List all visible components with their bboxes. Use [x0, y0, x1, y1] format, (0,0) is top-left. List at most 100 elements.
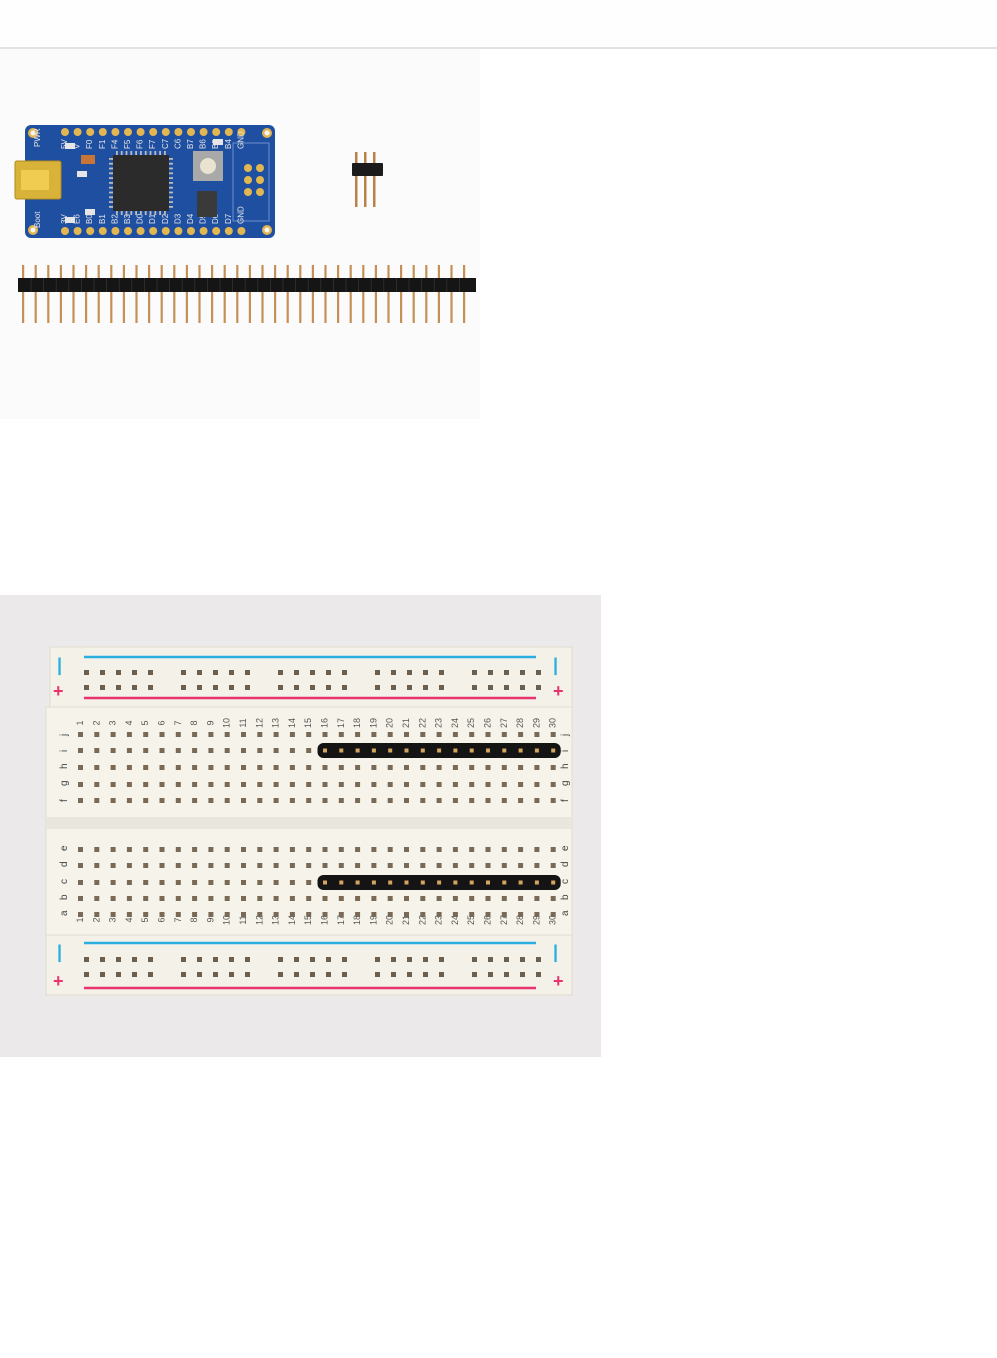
svg-text:11: 11 [238, 915, 248, 924]
svg-text:F7: F7 [148, 139, 157, 149]
svg-text:B1: B1 [98, 214, 107, 224]
header-caption-fragment: ' [690, 0, 692, 4]
svg-text:10: 10 [222, 718, 232, 728]
svg-text:2: 2 [91, 917, 101, 922]
svg-text:F5: F5 [123, 139, 132, 149]
svg-text:13: 13 [271, 718, 281, 728]
svg-text:f: f [560, 799, 571, 802]
svg-text:22: 22 [417, 915, 427, 925]
svg-text:25: 25 [466, 718, 476, 728]
svg-text:9: 9 [205, 917, 215, 922]
svg-text:C6: C6 [173, 138, 182, 149]
svg-text:16: 16 [320, 915, 330, 925]
page-header-area: ' [0, 0, 997, 47]
svg-text:22: 22 [417, 718, 427, 728]
svg-text:B6: B6 [199, 139, 208, 149]
svg-text:26: 26 [483, 718, 493, 728]
svg-text:5: 5 [140, 720, 150, 725]
svg-text:j: j [560, 734, 571, 737]
svg-text:18: 18 [352, 915, 362, 925]
svg-text:12: 12 [254, 718, 264, 728]
svg-text:B7: B7 [186, 139, 195, 149]
svg-text:15: 15 [303, 915, 313, 925]
svg-text:20: 20 [385, 915, 395, 925]
svg-text:1: 1 [75, 917, 85, 922]
svg-text:7: 7 [173, 720, 183, 725]
small-header-pins [352, 152, 383, 207]
long-header-strip [18, 265, 476, 323]
svg-text:+: + [53, 971, 64, 991]
svg-text:c: c [59, 879, 70, 884]
svg-text:B3: B3 [123, 214, 132, 224]
svg-text:V: V [73, 143, 82, 149]
svg-text:12: 12 [254, 915, 264, 925]
svg-text:5V: 5V [60, 139, 69, 149]
svg-text:|: | [57, 942, 62, 962]
header-divider [0, 47, 997, 49]
svg-text:Boot: Boot [33, 211, 42, 228]
svg-text:F1: F1 [98, 139, 107, 149]
svg-text:29: 29 [531, 718, 541, 728]
microcontroller-board: 5VVF0F1F4F5F6F7C7C6B7B6B5B4GND3VE6B0B1B2… [14, 125, 275, 238]
svg-text:F4: F4 [110, 139, 119, 149]
svg-text:3V: 3V [60, 214, 69, 224]
svg-text:16: 16 [320, 718, 330, 728]
svg-text:B0: B0 [85, 214, 94, 224]
svg-text:6: 6 [157, 720, 167, 725]
svg-text:|: | [57, 655, 62, 675]
svg-text:21: 21 [401, 718, 411, 728]
svg-text:28: 28 [515, 915, 525, 925]
svg-text:b: b [560, 894, 571, 900]
svg-text:F0: F0 [85, 139, 94, 149]
svg-text:27: 27 [499, 915, 509, 925]
svg-text:D4: D4 [186, 213, 195, 224]
svg-text:D5: D5 [199, 213, 208, 224]
svg-text:25: 25 [466, 915, 476, 925]
svg-text:+: + [53, 681, 64, 701]
svg-text:C7: C7 [161, 138, 170, 149]
svg-text:D1: D1 [148, 213, 157, 224]
svg-text:28: 28 [515, 718, 525, 728]
svg-text:|: | [553, 655, 558, 675]
svg-text:17: 17 [336, 718, 346, 728]
inserted-header-row-i [317, 743, 561, 758]
inserted-header-row-c [317, 875, 561, 890]
svg-text:b: b [59, 894, 70, 900]
svg-text:h: h [560, 763, 571, 769]
svg-text:j: j [59, 734, 70, 737]
svg-text:30: 30 [548, 718, 558, 728]
svg-text:8: 8 [189, 720, 199, 725]
svg-text:D6: D6 [211, 213, 220, 224]
svg-text:B2: B2 [110, 214, 119, 224]
svg-text:D7: D7 [224, 213, 233, 224]
svg-text:8: 8 [189, 917, 199, 922]
svg-text:11: 11 [238, 718, 248, 727]
svg-text:e: e [59, 845, 70, 851]
svg-text:17: 17 [336, 915, 346, 925]
svg-text:19: 19 [368, 718, 378, 728]
svg-text:14: 14 [287, 718, 297, 728]
svg-text:4: 4 [124, 720, 134, 725]
svg-text:23: 23 [434, 718, 444, 728]
svg-text:24: 24 [450, 718, 460, 728]
svg-text:D3: D3 [173, 213, 182, 224]
svg-text:13: 13 [271, 915, 281, 925]
svg-text:26: 26 [483, 915, 493, 925]
svg-text:B4: B4 [224, 139, 233, 149]
svg-text:10: 10 [222, 915, 232, 925]
svg-text:+: + [553, 681, 564, 701]
svg-text:24: 24 [450, 915, 460, 925]
svg-text:3: 3 [108, 720, 118, 725]
svg-text:23: 23 [434, 915, 444, 925]
svg-text:g: g [59, 780, 70, 786]
svg-text:PWR: PWR [33, 128, 42, 147]
svg-text:27: 27 [499, 718, 509, 728]
svg-text:5: 5 [140, 917, 150, 922]
svg-text:c: c [560, 879, 571, 884]
svg-text:GND: GND [236, 131, 245, 149]
photo-board-and-headers: 5VVF0F1F4F5F6F7C7C6B7B6B5B4GND3VE6B0B1B2… [0, 49, 480, 419]
svg-text:6: 6 [157, 917, 167, 922]
svg-text:GND: GND [236, 206, 245, 224]
svg-text:d: d [59, 861, 70, 867]
